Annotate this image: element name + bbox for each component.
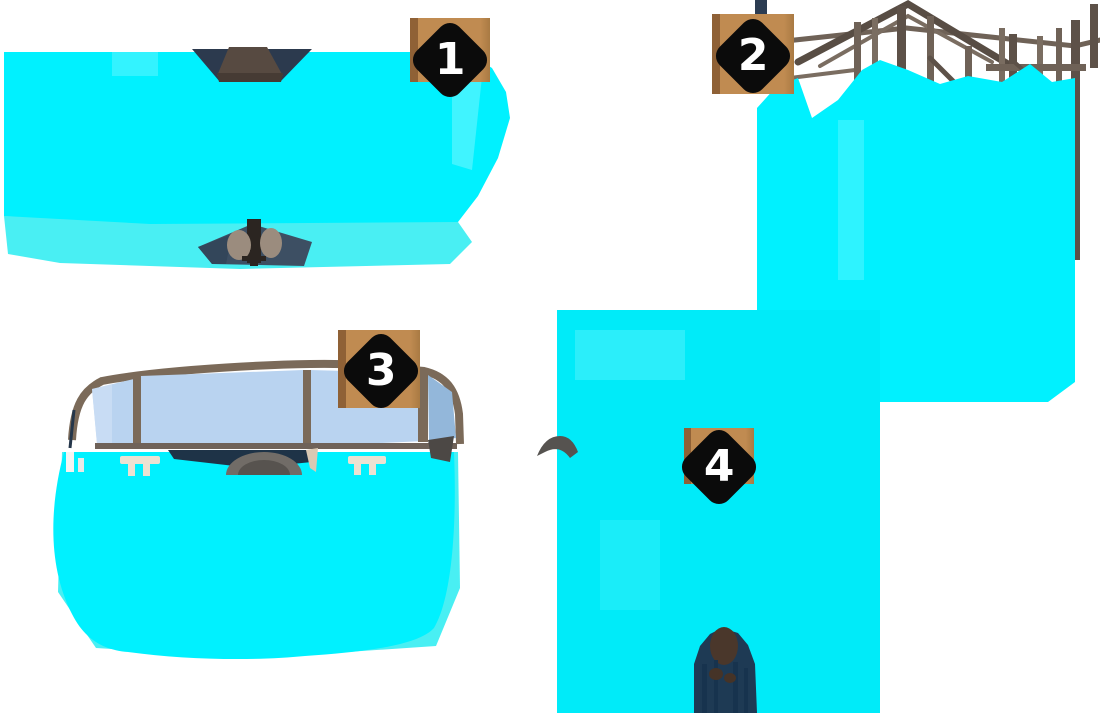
- person-head: [710, 627, 738, 665]
- region-3-mask-main: [53, 452, 455, 660]
- vehicle-mirror-far: [537, 436, 578, 458]
- person-fold: [744, 668, 748, 713]
- handle-leg: [354, 464, 361, 475]
- marker-4-number: 4: [703, 441, 735, 492]
- vehicle-wiper: [78, 458, 84, 472]
- framework-aframe-outer: [794, 0, 1012, 68]
- statue-hand-left: [227, 230, 251, 260]
- handle-leg: [128, 464, 135, 476]
- vehicle-pillar-shadow: [68, 409, 76, 449]
- vehicle-handle-left: [120, 456, 160, 476]
- region-2-4-mask-main: [557, 60, 1075, 713]
- vehicle-mirror: [428, 436, 454, 462]
- rooftop-top: [217, 47, 283, 76]
- person-fold: [702, 664, 707, 713]
- vehicle-lower-details: [66, 436, 578, 476]
- region-1-mask-main: [4, 52, 510, 224]
- statue-mound-shadow: [198, 234, 232, 264]
- marker-3-number: 3: [365, 345, 397, 396]
- handle-leg: [143, 464, 150, 476]
- framework-post: [999, 28, 1005, 96]
- person-fold: [714, 660, 718, 713]
- vehicle-fender-arch-inner: [238, 460, 290, 475]
- region-4-mask-highlight-2: [600, 520, 660, 610]
- person-hand: [709, 668, 723, 680]
- framework-aframe-inner: [818, 13, 994, 68]
- statue-hand-right: [260, 228, 282, 258]
- person-hand: [724, 673, 736, 683]
- handle-bar: [348, 456, 386, 464]
- region-4-mask-highlight: [575, 330, 685, 380]
- region-1-mask-highlight-2: [112, 52, 158, 76]
- framework-post: [1090, 4, 1098, 68]
- handle-leg: [369, 464, 376, 475]
- region-2-mask-highlight: [838, 120, 864, 280]
- vehicle-drip: [306, 448, 318, 472]
- vehicle-window-front-shade: [92, 384, 112, 445]
- vehicle-handle-right: [348, 456, 386, 475]
- handle-bar: [120, 456, 160, 464]
- vehicle-window-corner: [428, 375, 456, 441]
- region-3-mask: [53, 452, 460, 660]
- stone-statue: [198, 219, 312, 266]
- framework-post: [1056, 28, 1062, 92]
- framework-post: [927, 16, 934, 122]
- framework-post: [872, 18, 878, 92]
- rooftop: [192, 47, 312, 82]
- vehicle-mullion: [418, 373, 428, 442]
- vehicle-mullion: [303, 370, 311, 447]
- region-1-mask: [4, 52, 510, 269]
- vehicle-mullion: [133, 377, 141, 447]
- statue-cross-h: [242, 256, 266, 261]
- person-body: [694, 628, 757, 713]
- person-fold: [733, 662, 738, 713]
- vehicle-windowsill: [95, 443, 457, 449]
- vehicle-wiper: [66, 452, 74, 472]
- marker-1-number: 1: [434, 34, 466, 85]
- framework-crossbar: [986, 64, 1086, 71]
- vehicle-roof-frame: [68, 359, 464, 445]
- marker-2-number: 2: [737, 30, 769, 81]
- framework-rail-low: [788, 68, 857, 80]
- person-silhouette: [694, 627, 757, 713]
- framework-post: [1071, 20, 1080, 260]
- vehicle-window-middle: [139, 370, 303, 447]
- rooftop-base: [217, 73, 283, 82]
